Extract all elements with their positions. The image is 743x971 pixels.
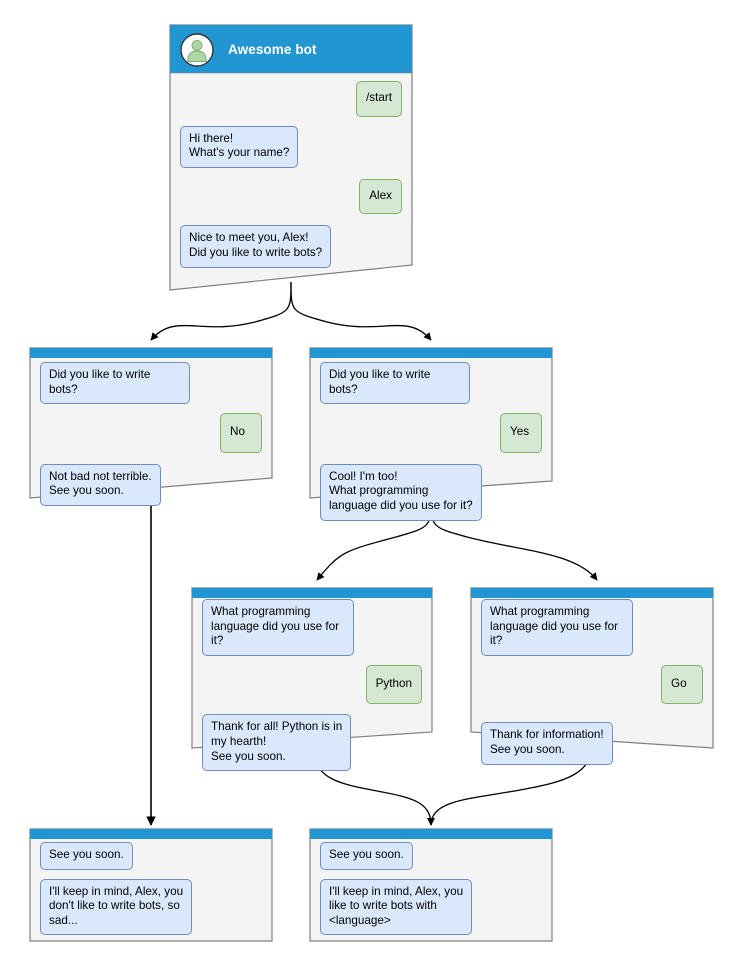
user-bubble: Go — [661, 664, 703, 705]
user-bubble: No — [220, 413, 262, 453]
bot-bubble: What programming language did you use fo… — [481, 599, 633, 656]
message-row: I'll keep in mind, Alex, you don't like … — [40, 878, 262, 936]
node-title-root: Awesome bot — [228, 41, 317, 57]
bot-bubble: Not bad not terrible. See you soon. — [40, 463, 161, 506]
edge-root-to-no — [150, 281, 292, 341]
chat-node-end-sad[interactable]: See you soon. I'll keep in mind, Alex, y… — [29, 828, 273, 942]
message-row: Did you like to write bots? — [40, 362, 262, 405]
bot-bubble: What programming language did you use fo… — [202, 599, 354, 656]
bot-bubble: Nice to meet you, Alex! Did you like to … — [180, 225, 332, 268]
bot-bubble: Thank for all! Python is in my hearth! S… — [202, 714, 352, 772]
chat-node-root[interactable]: Awesome bot /start Hi there! What's your… — [169, 24, 413, 291]
message-row: /start — [180, 81, 402, 117]
person-avatar-icon — [180, 33, 214, 67]
message-row: Alex — [180, 178, 402, 215]
message-row: I'll keep in mind, Alex, you like to wri… — [320, 878, 542, 936]
bot-bubble: Did you like to write bots? — [320, 362, 470, 405]
message-row: Python — [202, 664, 422, 705]
edge-root-to-yes — [290, 281, 432, 341]
bot-bubble: See you soon. — [320, 842, 413, 870]
user-bubble: Alex — [359, 178, 402, 215]
message-row: No — [40, 413, 262, 453]
chat-node-python-branch[interactable]: What programming language did you use fo… — [191, 587, 433, 772]
message-row: Hi there! What's your name? — [180, 125, 402, 168]
bot-bubble: Did you like to write bots? — [40, 362, 190, 405]
message-row: What programming language did you use fo… — [202, 599, 422, 656]
message-row: Thank for all! Python is in my hearth! S… — [202, 714, 422, 772]
bot-bubble: I'll keep in mind, Alex, you don't like … — [40, 878, 193, 936]
message-row: See you soon. — [40, 842, 262, 870]
bot-bubble: Cool! I'm too! What programming language… — [320, 463, 482, 521]
message-row: Nice to meet you, Alex! Did you like to … — [180, 225, 402, 268]
message-row: Go — [481, 664, 703, 705]
chat-node-go-branch[interactable]: What programming language did you use fo… — [470, 587, 714, 765]
user-bubble: Yes — [500, 413, 542, 453]
chat-node-no-branch[interactable]: Did you like to write bots? No Not bad n… — [29, 347, 273, 506]
bot-bubble: Thank for information! See you soon. — [481, 722, 613, 765]
user-bubble: Python — [365, 664, 422, 705]
message-row: Thank for information! See you soon. — [481, 722, 703, 765]
bot-bubble: I'll keep in mind, Alex, you like to wri… — [320, 878, 473, 936]
bot-bubble: Hi there! What's your name? — [180, 125, 299, 168]
message-row: Yes — [320, 413, 542, 453]
message-row: What programming language did you use fo… — [481, 599, 703, 656]
chat-node-end-happy[interactable]: See you soon. I'll keep in mind, Alex, y… — [309, 828, 553, 942]
message-row: Cool! I'm too! What programming language… — [320, 463, 542, 521]
user-bubble: /start — [356, 81, 402, 117]
bot-bubble: See you soon. — [40, 842, 133, 870]
chat-node-yes-branch[interactable]: Did you like to write bots? Yes Cool! I'… — [309, 347, 553, 521]
message-row: See you soon. — [320, 842, 542, 870]
message-row: Not bad not terrible. See you soon. — [40, 463, 262, 506]
message-row: Did you like to write bots? — [320, 362, 542, 405]
